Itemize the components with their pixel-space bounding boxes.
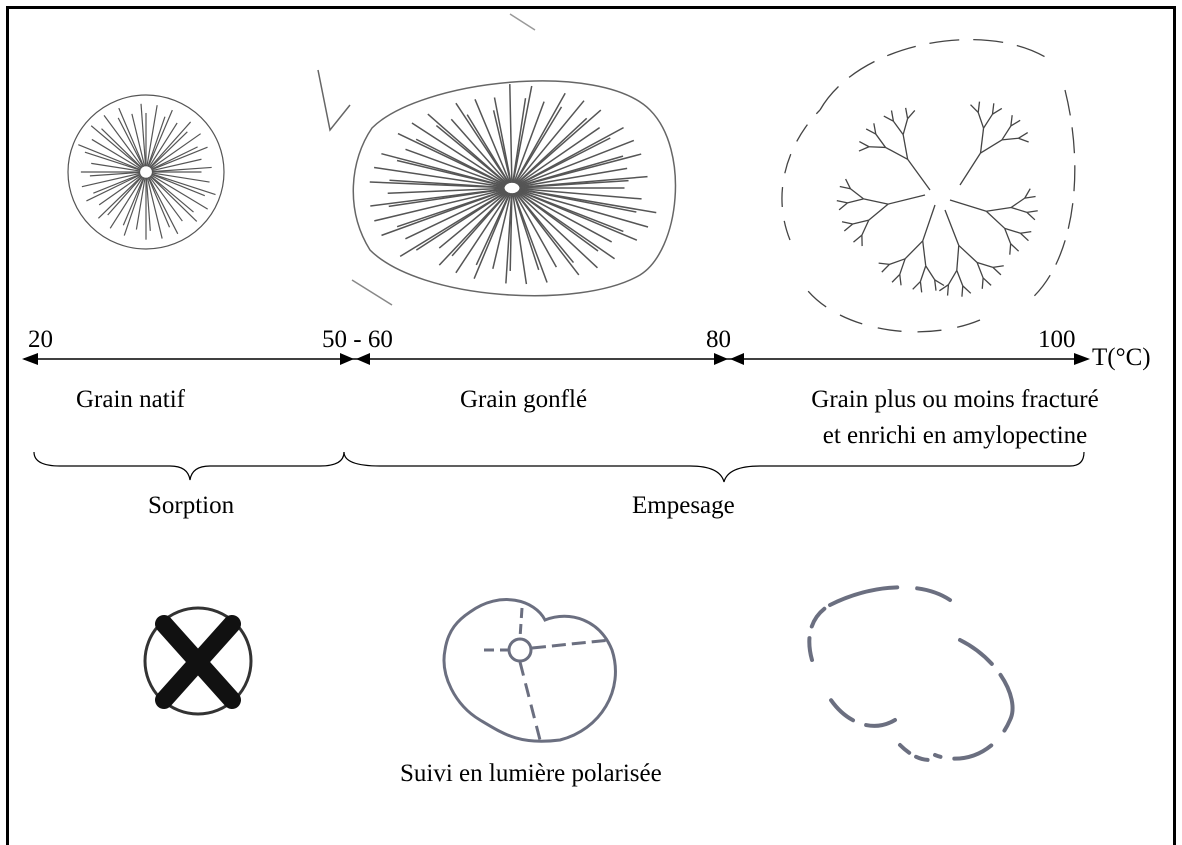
brace-sorption bbox=[34, 452, 344, 480]
brace-empesage bbox=[344, 452, 1084, 482]
stage-label-swollen: Grain gonflé bbox=[460, 386, 587, 414]
swollen-grain-drawing bbox=[318, 14, 675, 305]
stage-label-fractured-line1: Grain plus ou moins fracturé bbox=[770, 386, 1140, 414]
axis-tick-20: 20 bbox=[28, 326, 53, 354]
phase-label-empesage: Empesage bbox=[632, 492, 735, 520]
stage-label-native: Grain natif bbox=[76, 386, 185, 414]
phase-label-sorption: Sorption bbox=[148, 492, 234, 520]
axis-unit-label: T(°C) bbox=[1092, 344, 1151, 372]
axis-tick-50-60: 50 - 60 bbox=[322, 326, 393, 354]
fractured-grain-drawing bbox=[782, 40, 1075, 332]
maltese-cross-symbol bbox=[145, 608, 251, 714]
native-grain-drawing bbox=[68, 95, 224, 249]
temperature-axis bbox=[22, 353, 1090, 365]
stage-label-fractured-line2: et enrichi en amylopectine bbox=[770, 422, 1140, 450]
swollen-grain-symbol bbox=[444, 600, 615, 742]
axis-tick-100: 100 bbox=[1038, 326, 1076, 354]
figure-caption: Suivi en lumière polarisée bbox=[400, 760, 662, 788]
fractured-grain-symbol bbox=[809, 587, 1012, 760]
axis-tick-80: 80 bbox=[706, 326, 731, 354]
